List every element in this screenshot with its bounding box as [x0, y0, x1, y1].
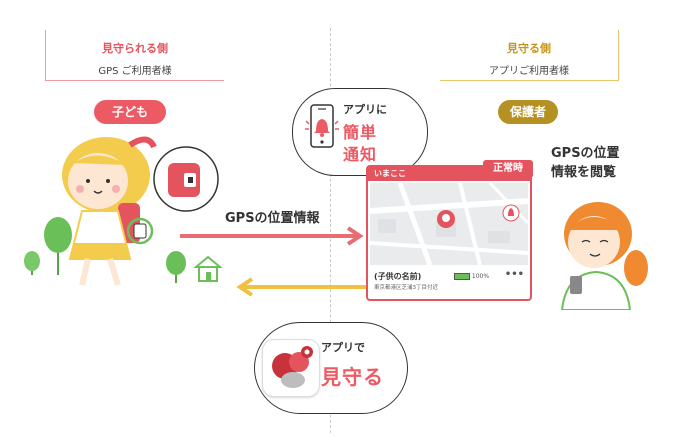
guardian-caption-line1: GPSの位置 [551, 146, 620, 161]
map-view[interactable] [370, 183, 528, 265]
center-divider [330, 28, 331, 433]
app-logo-icon[interactable] [262, 339, 320, 397]
notify-bubble-label: アプリに [343, 103, 387, 116]
guardian-label-badge: 保護者 [498, 100, 558, 124]
guardian-caption: GPSの位置 情報を閲覧 [551, 144, 620, 182]
gps-arrow-right [180, 226, 364, 246]
watcher-side-subtitle: アプリご利用者様 [489, 66, 569, 77]
watch-arrow-left [236, 277, 372, 297]
phone-bell-icon [305, 104, 339, 148]
app-screen: いまここ (子供の名前) 100% ••• 東京都港区芝浦3丁目付近 [366, 165, 532, 301]
more-menu-button[interactable]: ••• [504, 269, 524, 280]
status-tag: 正常時 [483, 160, 533, 178]
guardian-caption-line2: 情報を閲覧 [551, 165, 617, 180]
battery-indicator: 100% [454, 273, 489, 280]
notify-bubble: アプリに 簡単 通知 [292, 88, 428, 176]
gps-flow-label: GPSの位置情報 [225, 211, 320, 226]
child-label-badge: 子ども [94, 100, 166, 124]
watcher-side-title: 見守る側 [507, 42, 551, 55]
location-address: 東京都港区芝浦3丁目付近 [374, 285, 439, 291]
house-icon [193, 255, 223, 282]
watcher-side-header: 見守る側 アプリご利用者様 [440, 30, 619, 81]
notify-bubble-notify: 通知 [343, 145, 378, 164]
watch-bubble-big: 見守る [321, 365, 384, 389]
gps-device-icon [153, 146, 219, 212]
tree-icon [24, 217, 186, 283]
guardian-illustration [560, 202, 648, 310]
child-illustration [24, 136, 223, 286]
protected-side-title: 見守られる側 [102, 42, 168, 55]
bell-icon [508, 208, 514, 216]
watch-bubble-label: アプリで [321, 341, 365, 354]
child-name: (子供の名前) [374, 272, 422, 281]
notify-bubble-easy: 簡単 [343, 123, 378, 142]
protected-side-header: 見守られる側 GPS ご利用者様 [45, 30, 224, 81]
battery-level: 100% [471, 273, 490, 280]
protected-side-subtitle: GPS ご利用者様 [98, 66, 172, 77]
